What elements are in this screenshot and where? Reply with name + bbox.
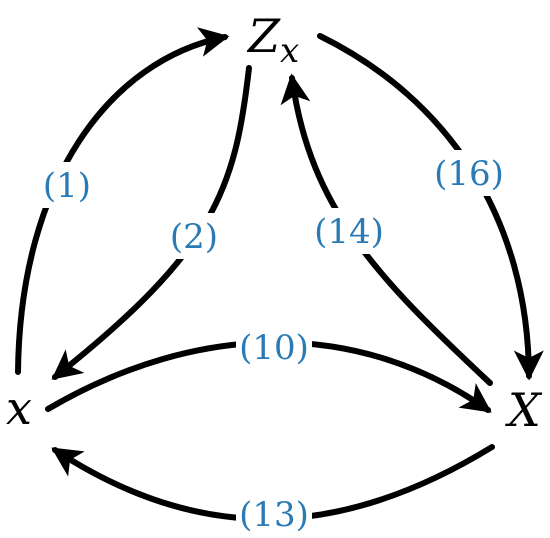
- edge-13-label-background: [236, 490, 312, 536]
- node-x-upper: X: [505, 383, 543, 437]
- edge-1: (1): [15, 27, 230, 375]
- edge-16-label: (16): [434, 154, 504, 194]
- edge-16: (16): [317, 33, 544, 381]
- edge-13: (13): [51, 444, 495, 536]
- edge-2-label: (2): [170, 217, 218, 257]
- node-x-lower: x: [6, 381, 32, 435]
- edge-1-label-background: [38, 162, 96, 208]
- edge-1-arrow: [15, 27, 230, 375]
- svg-text:Zx: Zx: [246, 9, 299, 71]
- edge-2-label-background: [165, 213, 223, 259]
- edge-2: (2): [51, 65, 252, 380]
- edge-16-arrow: [317, 33, 544, 381]
- edge-14-label-background: [311, 208, 387, 254]
- edge-14-label: (14): [314, 212, 384, 252]
- edge-13-label: (13): [239, 495, 309, 535]
- edge-1-label: (1): [43, 166, 91, 206]
- node-z-x-subscript: x: [280, 31, 299, 71]
- node-z-x-main: Z: [246, 9, 281, 63]
- edge-10-label: (10): [239, 328, 309, 368]
- node-z-x: Zx: [246, 9, 299, 71]
- edge-10-label-background: [236, 324, 312, 370]
- edge-16-label-background: [431, 150, 507, 196]
- edge-14: (14): [280, 73, 493, 386]
- edge-10: (10): [45, 324, 492, 413]
